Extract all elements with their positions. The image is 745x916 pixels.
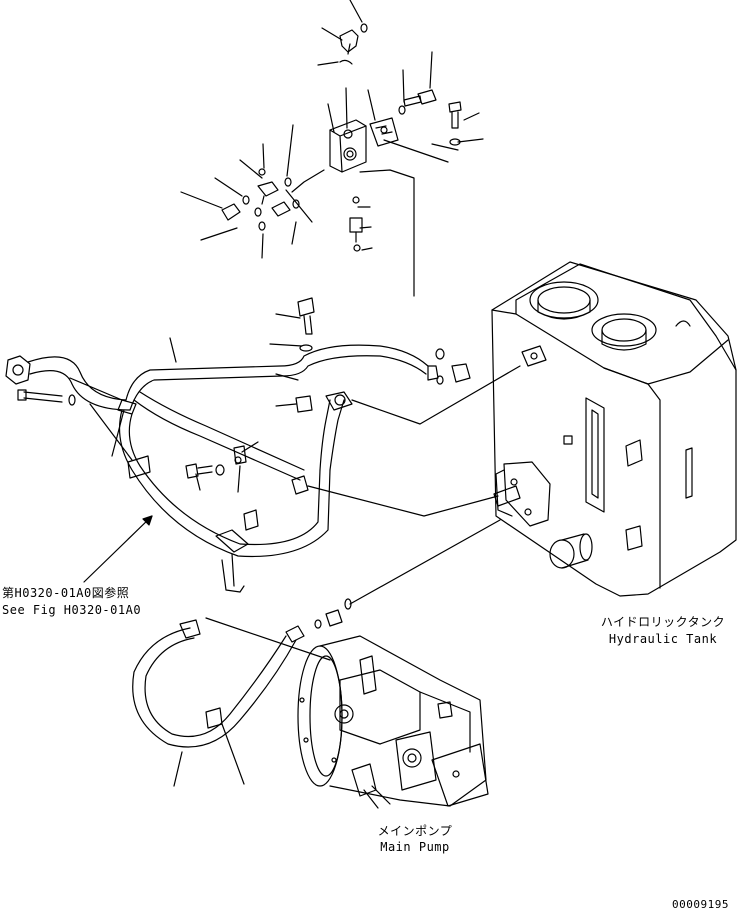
see-fig-label-en: See Fig H0320-01A0 <box>2 603 142 617</box>
main-pump <box>297 635 489 809</box>
see-fig-arrow <box>83 515 153 583</box>
hydraulic-tank <box>491 261 737 597</box>
tank-label-en: Hydraulic Tank <box>608 632 718 646</box>
pump-suction-hose <box>132 598 352 787</box>
see-fig-label-jp: 第H0320-01A0図参照 <box>2 586 130 600</box>
pump-label-jp: メインポンプ <box>377 824 453 838</box>
drawing-number: 00009195 <box>672 898 729 911</box>
pump-label-en: Main Pump <box>380 840 450 854</box>
upper-hose-assembly <box>5 297 521 605</box>
tank-label-jp: ハイドロリックタンク <box>600 615 726 629</box>
upper-fittings-group <box>180 0 484 297</box>
